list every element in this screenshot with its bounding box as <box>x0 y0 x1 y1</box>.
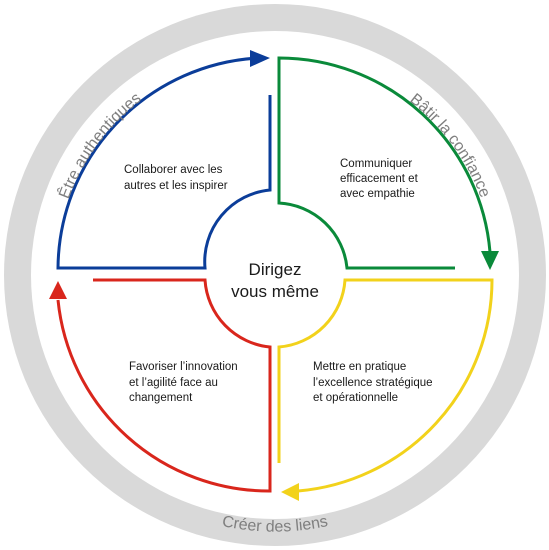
quadrant-label-bottom-right: Mettre en pratique l’excellence stratégi… <box>313 361 433 404</box>
quadrant-label-line: autres et les inspirer <box>124 180 228 192</box>
quadrant-label-top-right: Communiquer efficacement et avec empathi… <box>340 158 419 200</box>
quadrant-label-bottom-left: Favoriser l’innovation et l’agilité face… <box>129 361 238 404</box>
ring-label-bottom-path: Créer des liens <box>221 513 329 536</box>
green-arrowhead-icon <box>481 251 499 270</box>
quadrant-label-line: l’excellence stratégique <box>313 377 433 389</box>
quadrant-label-line: changement <box>129 392 193 404</box>
quadrant-label-line: et l’agilité face au <box>129 377 218 389</box>
center-title-line-2: vous même <box>231 282 319 301</box>
blue-arrowhead-icon <box>250 50 270 67</box>
quadrant-label-line: Communiquer <box>340 158 412 170</box>
ring-label-bottom: Créer des liens <box>221 513 329 536</box>
red-arrowhead-icon <box>49 281 67 299</box>
quadrant-label-line: Collaborer avec les <box>124 164 223 176</box>
quadrant-label-line: Mettre en pratique <box>313 361 406 373</box>
quadrant-label-line: Favoriser l’innovation <box>129 361 238 373</box>
inner-disc <box>31 31 519 519</box>
quadrant-label-line: avec empathie <box>340 188 415 200</box>
quadrant-label-line: efficacement et <box>340 173 419 185</box>
yellow-quadrant-outline <box>277 278 494 493</box>
quadrant-label-top-left: Collaborer avec les autres et les inspir… <box>124 164 228 192</box>
blue-quadrant-outline <box>56 56 272 270</box>
red-quadrant-outline <box>56 278 272 493</box>
quadrant-label-line: et opérationnelle <box>313 392 398 404</box>
green-quadrant-outline <box>277 56 492 270</box>
yellow-arrowhead-icon <box>281 483 299 501</box>
center-title-line-1: Dirigez <box>249 260 302 279</box>
